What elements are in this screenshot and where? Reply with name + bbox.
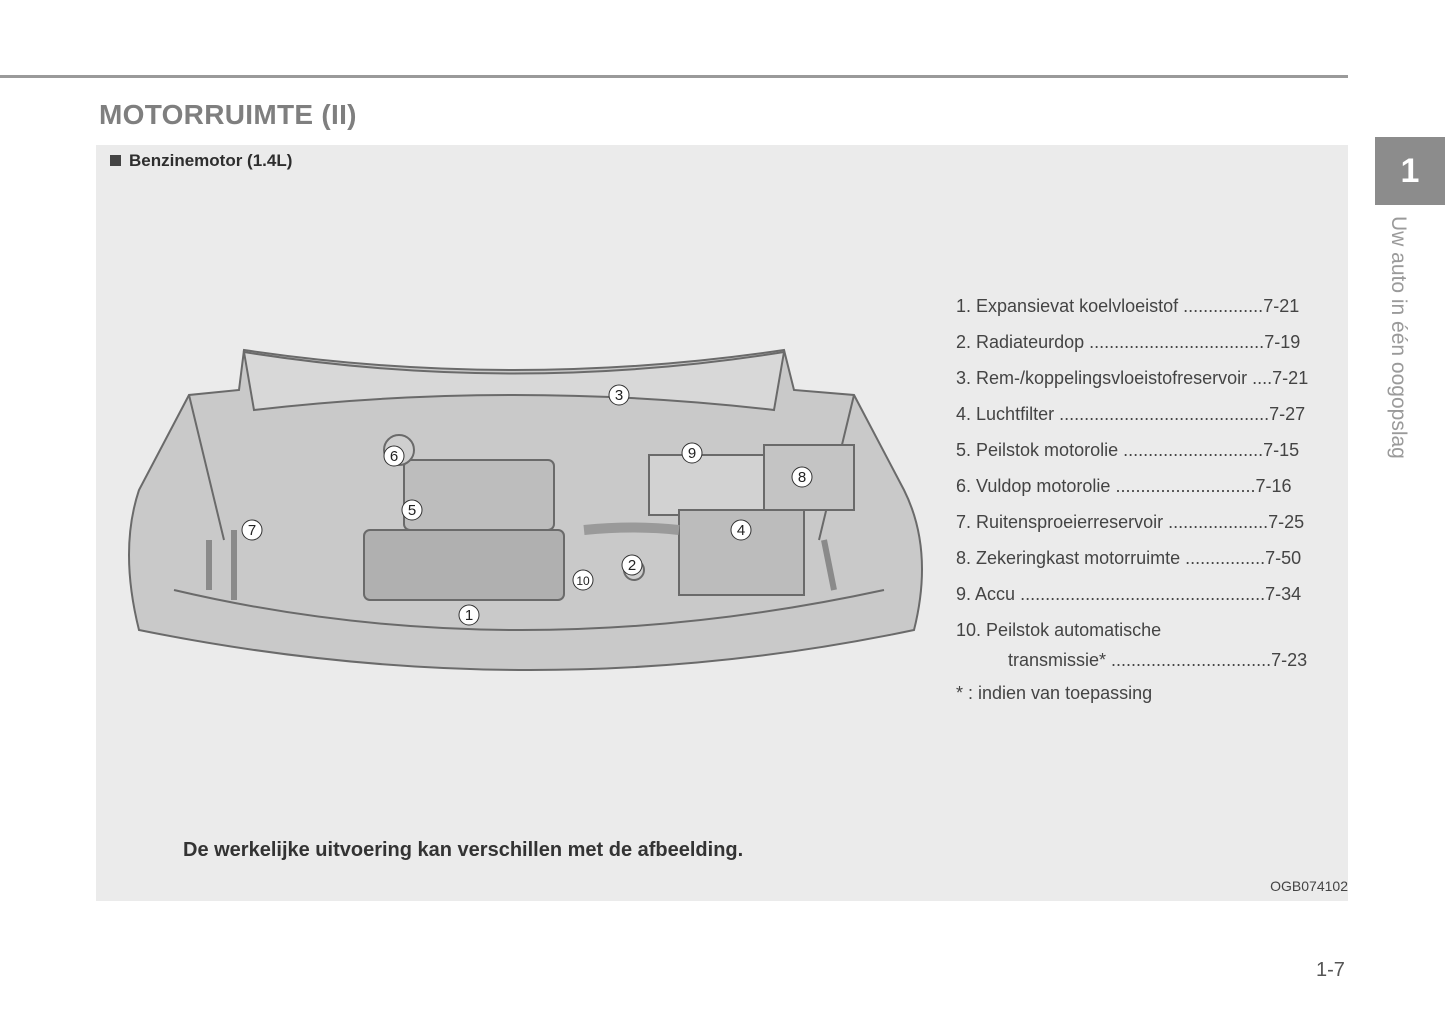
subtitle-text: Benzinemotor (1.4L) [129,151,293,170]
legend-item: 10. Peilstok automatische transmissie* .… [956,615,1336,679]
legend-text: Accu [975,584,1016,604]
callout-1: 1 [458,604,480,626]
callout-4: 4 [730,519,752,541]
legend-num: 5. [956,440,972,460]
legend-item: 1. Expansievat koelvloeistof ...........… [956,291,1336,327]
legend-page: 7-50 [1265,548,1302,568]
legend-num: 4. [956,404,972,424]
callout-9: 9 [681,442,703,464]
callout-10: 10 [572,569,594,591]
legend-dots: ............................ [1123,440,1264,460]
legend-text: Zekeringkast motorruimte [976,548,1181,568]
legend-dots: ................................... [1089,332,1265,352]
callout-8-label: 8 [798,469,806,486]
legend-dots: ........................................… [1059,404,1270,424]
legend-dots: ................ [1183,296,1264,316]
footnote: * : indien van toepassing [956,683,1153,703]
component-legend: 1. Expansievat koelvloeistof ...........… [956,291,1336,679]
legend-item: 8. Zekeringkast motorruimte ............… [956,543,1336,579]
callout-4-label: 4 [737,522,745,539]
legend-num: 2. [956,332,972,352]
legend-text: Peilstok motorolie [976,440,1119,460]
legend-num: 1. [956,296,972,316]
chapter-label: Uw auto in één oogopslag [1387,216,1410,459]
callout-9-label: 9 [688,445,696,462]
legend-num: 10. [956,620,982,640]
image-caption: De werkelijke uitvoering kan verschillen… [183,839,744,861]
legend-item: 6. Vuldop motorolie ....................… [956,471,1336,507]
legend-text: Peilstok automatische [986,620,1162,640]
callout-7: 7 [241,519,263,541]
callout-8: 8 [791,466,813,488]
callout-5: 5 [401,499,423,521]
callout-6-label: 6 [390,448,398,465]
legend-text-line2: transmissie* [1008,650,1107,670]
legend-dots: ................................ [1111,650,1272,670]
image-code: OGB074102 [1270,878,1348,894]
content-panel: Benzinemotor (1.4L) 1 [96,145,1348,901]
page-title: MOTORRUIMTE (II) [99,99,357,130]
legend-page: 7-16 [1255,476,1292,496]
legend-page: 7-27 [1269,404,1306,424]
legend-page: 7-25 [1268,512,1305,532]
callout-6: 6 [383,445,405,467]
legend-page: 7-34 [1265,584,1302,604]
legend-item: 5. Peilstok motorolie ..................… [956,435,1336,471]
legend-dots: ........................................… [1020,584,1266,604]
engine-bay-illustration: 1 2 3 4 5 6 7 8 9 10 [128,348,923,671]
legend-page: 7-19 [1264,332,1301,352]
page-number: 1-7 [1316,959,1345,981]
legend-page: 7-23 [1271,650,1308,670]
callout-3: 3 [608,384,630,406]
top-rule [0,75,1348,78]
legend-page: 7-21 [1272,368,1309,388]
legend-dots: .... [1252,368,1273,388]
callout-2-label: 2 [628,557,636,574]
callout-7-label: 7 [248,522,256,539]
legend-item: 4. Luchtfilter .........................… [956,399,1336,435]
legend-page: 7-15 [1263,440,1300,460]
legend-item: 3. Rem-/koppelingsvloeistofreservoir ...… [956,363,1336,399]
legend-text: Vuldop motorolie [976,476,1111,496]
legend-num: 6. [956,476,972,496]
legend-num: 3. [956,368,972,388]
legend-item: 7. Ruitensproeierreservoir .............… [956,507,1336,543]
legend-text: Radiateurdop [976,332,1085,352]
legend-num: 8. [956,548,972,568]
legend-text: Expansievat koelvloeistof [976,296,1179,316]
legend-item: 2. Radiateurdop ........................… [956,327,1336,363]
legend-text: Rem-/koppelingsvloeistofreservoir [976,368,1248,388]
legend-item: 9. Accu ................................… [956,579,1336,615]
chapter-tab: 1 [1375,137,1445,205]
square-bullet-icon [110,155,121,166]
section-subtitle: Benzinemotor (1.4L) [110,151,292,171]
callout-10-label: 10 [576,574,590,588]
legend-num: 9. [956,584,972,604]
callout-3-label: 3 [615,387,623,404]
legend-text: Luchtfilter [976,404,1055,424]
legend-page: 7-21 [1263,296,1300,316]
callout-5-label: 5 [408,502,416,519]
legend-dots: .................... [1168,512,1269,532]
legend-dots: ................ [1185,548,1266,568]
legend-text: Ruitensproeierreservoir [976,512,1164,532]
legend-num: 7. [956,512,972,532]
callout-1-label: 1 [465,607,473,624]
legend-dots: ............................ [1115,476,1256,496]
callout-2: 2 [621,554,643,576]
